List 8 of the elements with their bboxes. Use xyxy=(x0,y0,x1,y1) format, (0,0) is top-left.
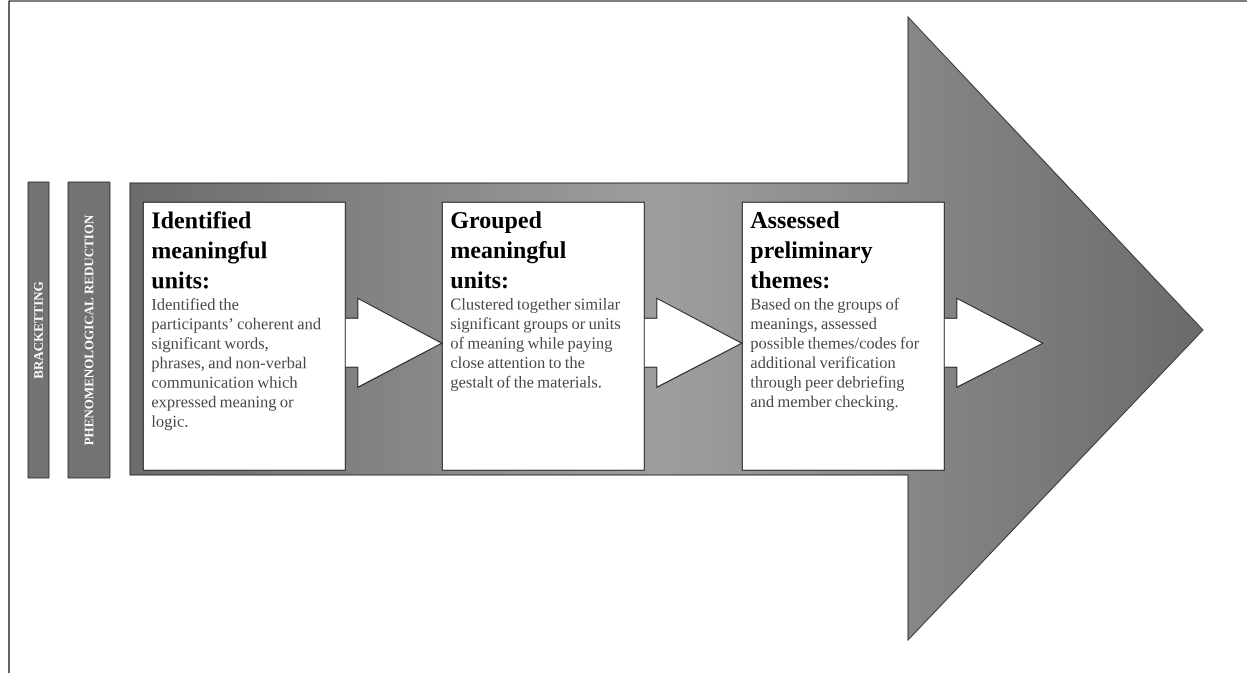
step-box: Assessed preliminary themes: Based on the groups of meanings, assessed possible themes/codes for additional verification through peer debriefing and member checking. xyxy=(741,201,945,471)
vertical-bar: BRACKETTING xyxy=(27,181,50,479)
block-arrow xyxy=(345,297,443,388)
vertical-bar: PHENOMENOLOGICAL REDUCTION xyxy=(67,181,111,479)
block-arrow xyxy=(644,297,743,388)
block-arrow xyxy=(944,297,1044,388)
step-box: Grouped meaningful units: Clustered together similar significant groups or units of meaning while paying close attention to the gestalt of the materials. xyxy=(441,201,645,471)
step-box: Identified meaningful units: Identified the participants’ coherent and significant words, phrases, and non-verbal communication which expressed meaning or logic. xyxy=(142,201,346,471)
